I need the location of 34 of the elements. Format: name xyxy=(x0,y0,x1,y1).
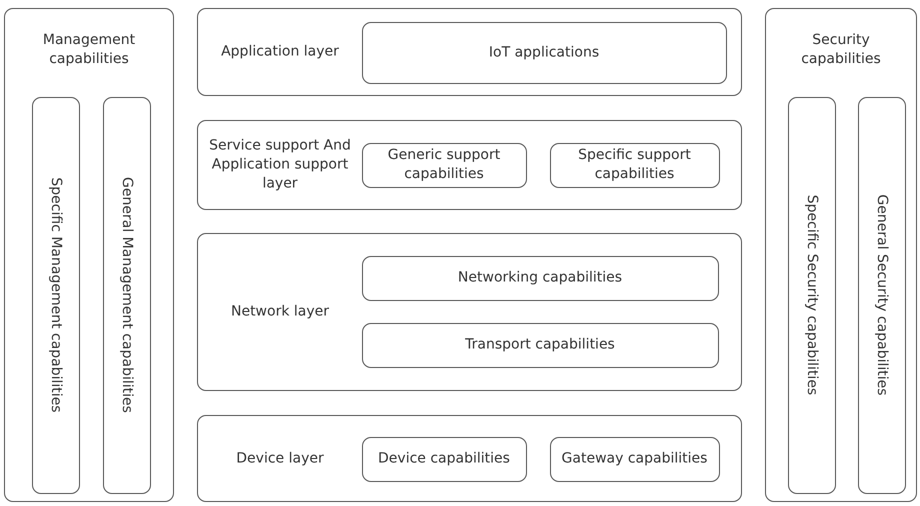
capability-label: Generic support capabilities xyxy=(386,146,502,184)
capability-box xyxy=(362,256,718,300)
capability-label: Specific Security capabilities xyxy=(803,194,821,396)
column-panel xyxy=(765,8,917,502)
column-panel xyxy=(4,8,174,502)
capability-label: Networking capabilities xyxy=(456,268,624,288)
capability-label: IoT applications xyxy=(488,43,600,62)
group-title: Device layer xyxy=(235,449,325,468)
capability-label: Transport capabilities xyxy=(464,336,616,354)
layer-panel xyxy=(197,415,742,502)
group-title: Service support And Application support layer xyxy=(208,136,352,194)
capability-box xyxy=(550,142,720,188)
capability-label: Specific support capabilities xyxy=(577,146,692,184)
capability-box xyxy=(550,436,720,482)
capability-label: General Management capabilities xyxy=(118,177,136,413)
capability-label: General Security capabilities xyxy=(873,194,891,396)
capability-box xyxy=(362,142,526,188)
group-title: Application layer xyxy=(220,42,340,62)
layer-panel xyxy=(197,233,742,391)
capability-label: Specific Management capabilities xyxy=(47,177,65,413)
capability-box xyxy=(362,322,718,368)
group-title: Security capabilities xyxy=(800,31,882,69)
capability-box xyxy=(362,436,526,482)
capability-box xyxy=(362,22,726,84)
capability-label: Gateway capabilities xyxy=(560,450,708,468)
capability-label: Device capabilities xyxy=(377,450,511,468)
layer-panel xyxy=(197,120,742,210)
capability-box xyxy=(858,96,906,494)
layer-panel xyxy=(197,8,742,96)
capability-box xyxy=(102,96,150,494)
group-title: Management capabilities xyxy=(42,31,136,69)
capability-box xyxy=(32,96,80,494)
group-title: Network layer xyxy=(230,302,330,322)
capability-box xyxy=(788,96,836,494)
